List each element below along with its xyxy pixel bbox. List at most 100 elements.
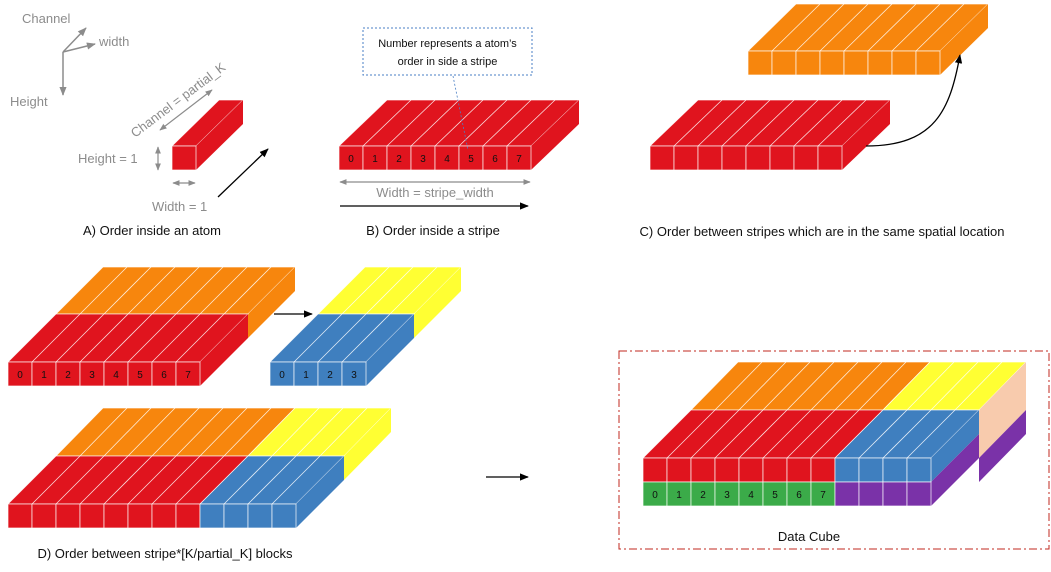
stripe-lower-cell [858, 481, 884, 507]
stripe-cell [410, 145, 436, 171]
stripe-cell [458, 145, 484, 171]
stripe-lower-cell [666, 481, 692, 507]
stripe-cell [175, 361, 201, 387]
stripe-cell [171, 145, 197, 171]
stripe-cell [697, 145, 723, 171]
atom-order-number: 4 [748, 490, 754, 501]
stripe-cell [31, 503, 57, 529]
atom-order-number: 6 [796, 490, 802, 501]
atom-order-number: 0 [652, 490, 658, 501]
stripe-side-face [344, 408, 391, 480]
stripe-cell [738, 457, 764, 483]
stripe-cell [55, 361, 81, 387]
stripe-side-face [531, 100, 579, 170]
atom-to-stripe-arrow [217, 148, 269, 198]
stripe-cell [271, 503, 297, 529]
axis-channel-label: Channel [22, 11, 71, 26]
atom-figure: Channel = partial_K Height = 1 Width = 1 [78, 59, 269, 214]
stripe-cell [151, 503, 177, 529]
stripe-side-face [931, 410, 979, 482]
stripe-cell [819, 50, 845, 76]
stripe-side-face [940, 4, 988, 75]
stripe-cell [915, 50, 941, 76]
stripe-cell [341, 361, 367, 387]
stripe-cell [762, 457, 788, 483]
stripe-side-face [296, 456, 344, 528]
atom-order-number: 6 [161, 370, 167, 381]
stripe-cell [834, 457, 860, 483]
stripe-lower-side-face [931, 434, 979, 506]
atom-order-number: 3 [724, 490, 730, 501]
caption-a: A) Order inside an atom [83, 223, 221, 238]
stripe-cell [882, 457, 908, 483]
stripe-to-stripe-arrow [865, 54, 963, 147]
stripe-cell [649, 145, 675, 171]
atom-order-number: 3 [351, 370, 357, 381]
stripes-same-location-figure [649, 3, 989, 171]
atom-order-number: 4 [113, 370, 119, 381]
stripe-cell [867, 50, 893, 76]
stripe-cell [786, 457, 812, 483]
stripe-cell [810, 457, 836, 483]
stripe-cell [103, 503, 129, 529]
atom-cell [171, 99, 244, 171]
atom-order-number: 2 [327, 370, 333, 381]
stripe-cell [714, 457, 740, 483]
stripe-lower-cell [690, 481, 716, 507]
stripe-cell [7, 361, 33, 387]
stripe-cell [793, 145, 819, 171]
stripe-width-label: Width = stripe_width [376, 185, 493, 200]
stripe-cell [817, 145, 843, 171]
stripe-side-face [842, 100, 890, 170]
d2-blue-stripe: 0 1 2 3 [269, 313, 415, 387]
stripe-cell [721, 145, 747, 171]
stripe-cell [55, 503, 81, 529]
stripe-cell [175, 503, 201, 529]
stripe-cell [247, 503, 273, 529]
atom-width-label: Width = 1 [152, 199, 207, 214]
atom-order-number: 1 [303, 370, 309, 381]
stripe-cell [769, 145, 795, 171]
atom-order-number: 4 [444, 154, 450, 165]
atom-order-number: 0 [348, 154, 354, 165]
atom-order-number: 0 [279, 370, 285, 381]
atom-order-number: 1 [372, 154, 378, 165]
d3-blue-stripe [199, 455, 345, 529]
stripe-side-face [248, 267, 295, 338]
caption-d: D) Order between stripe*[K/partial_K] bl… [37, 546, 293, 561]
stripe-cell [79, 503, 105, 529]
stripe-cell [199, 503, 225, 529]
data-cube-label: Data Cube [778, 529, 840, 544]
callout-line-2: order in side a stripe [398, 56, 498, 68]
stripe-lower-cell [642, 481, 668, 507]
d1-orange-stripe [55, 266, 296, 338]
atom-order-number: 1 [41, 370, 47, 381]
stripe-cell [690, 457, 716, 483]
stripe-cell [747, 50, 773, 76]
stripe-lower-side-face [979, 410, 1026, 482]
atom-height-label: Height = 1 [78, 151, 138, 166]
stripe-cell [795, 50, 821, 76]
stripe-side-face [979, 362, 1026, 458]
cube-blue-purple-layer [834, 409, 980, 507]
stripe-cell [293, 361, 319, 387]
stripe-cell [127, 503, 153, 529]
atom-order-number: 1 [676, 490, 682, 501]
callout-box [362, 27, 533, 76]
data-cube-frame [618, 350, 1050, 550]
caption-c: C) Order between stripes which are in th… [640, 224, 1005, 239]
atom-order-number: 6 [492, 154, 498, 165]
stripe-cell [127, 361, 153, 387]
stripe-cell [858, 457, 884, 483]
stripe-side-face [200, 314, 248, 386]
atom-order-number: 5 [137, 370, 143, 381]
atom-order-number: 7 [516, 154, 522, 165]
atom-order-number: 7 [820, 490, 826, 501]
axis-width-label: width [98, 34, 129, 49]
stripe-cell [745, 145, 771, 171]
stripe-cell [434, 145, 460, 171]
atom-order-number: 3 [89, 370, 95, 381]
